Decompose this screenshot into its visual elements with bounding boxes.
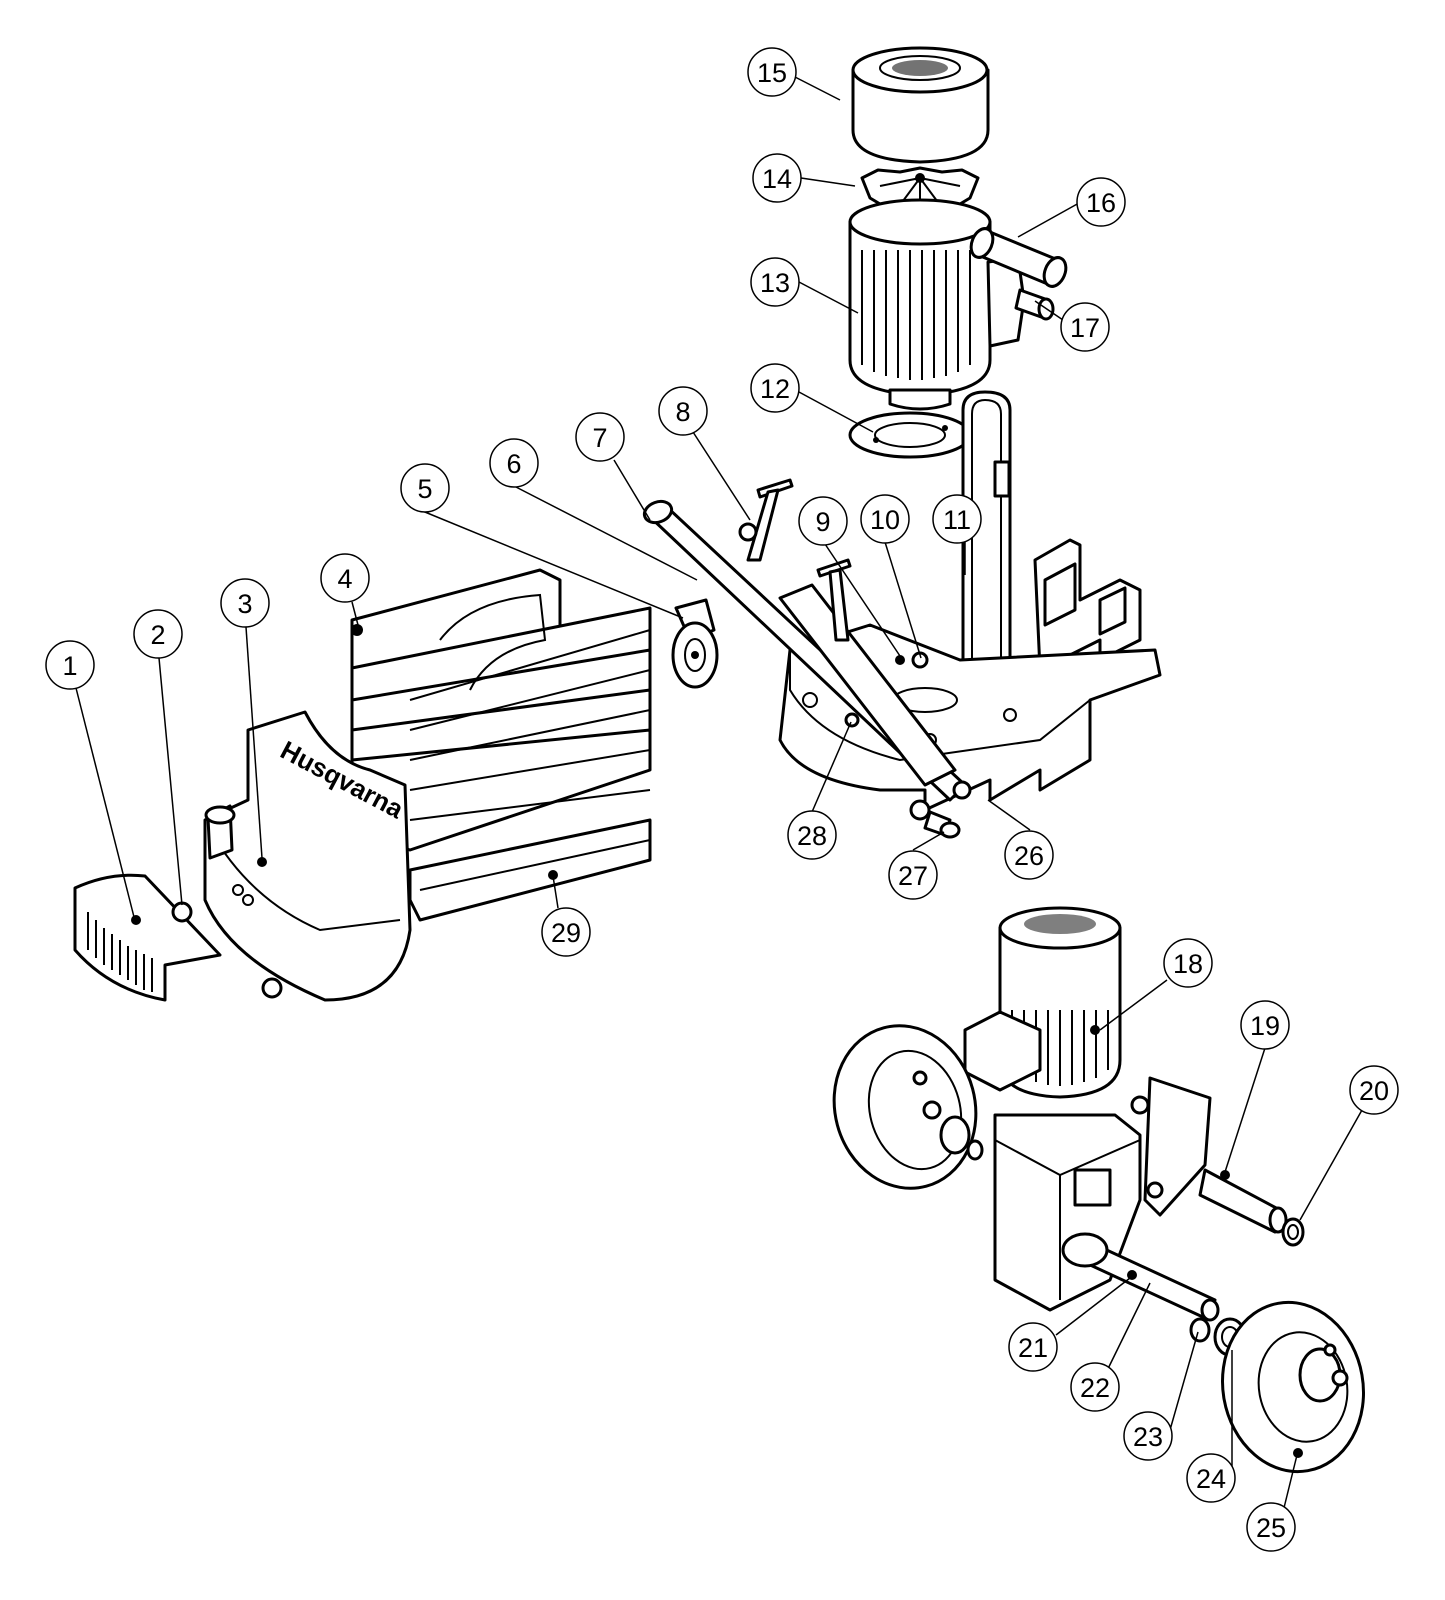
callout-3: 3 [220,578,270,628]
part-bolt-28 [844,712,860,728]
svg-text:26: 26 [1014,841,1044,871]
part-bolt-27 [923,810,961,839]
callout-7: 7 [575,412,625,462]
callout-6: 6 [489,438,539,488]
svg-text:13: 13 [760,268,790,298]
callout-19: 19 [1240,1000,1290,1050]
svg-text:2: 2 [150,620,165,650]
part-motor-cover [851,46,990,164]
callout-25: 25 [1246,1502,1296,1552]
callout-4: 4 [320,553,370,603]
callout-10: 10 [860,494,910,544]
callout-29: 29 [541,907,591,957]
callout-21: 21 [1008,1322,1058,1372]
svg-text:23: 23 [1133,1422,1163,1452]
callout-22: 22 [1070,1362,1120,1412]
svg-text:15: 15 [757,58,787,88]
callout-24: 24 [1186,1453,1236,1503]
svg-text:12: 12 [760,374,790,404]
callout-1: 1 [45,640,95,690]
svg-text:22: 22 [1080,1373,1110,1403]
callout-27: 27 [888,850,938,900]
svg-text:8: 8 [675,397,690,427]
part-t-handle [738,478,852,642]
svg-text:4: 4 [337,564,352,594]
callout-8: 8 [658,386,708,436]
svg-text:10: 10 [870,505,900,535]
callout-9: 9 [798,496,848,546]
svg-text:16: 16 [1086,188,1116,218]
svg-text:9: 9 [815,507,830,537]
svg-text:6: 6 [506,449,521,479]
svg-text:1: 1 [62,651,77,681]
svg-text:27: 27 [898,861,928,891]
svg-text:29: 29 [551,918,581,948]
part-gearbox [993,1113,1220,1322]
callout-26: 26 [1004,830,1054,880]
svg-text:11: 11 [943,505,971,535]
callout-16: 16 [1076,177,1126,227]
part-clip [171,901,193,923]
part-shaft-bracket [1130,1076,1288,1234]
callout-18: 18 [1163,938,1213,988]
part-flange-ring [848,411,972,459]
callout-2: 2 [133,609,183,659]
svg-text:5: 5 [417,474,432,504]
part-right-drive-wheel [1221,1300,1365,1474]
svg-text:28: 28 [797,821,827,851]
callout-20: 20 [1349,1065,1399,1115]
part-left-drive-wheel [832,1024,984,1190]
part-bushing-26 [909,799,931,821]
callout-15: 15 [747,47,797,97]
svg-text:17: 17 [1070,313,1100,343]
callout-14: 14 [752,153,802,203]
svg-text:19: 19 [1250,1011,1280,1041]
callout-12: 12 [750,363,800,413]
part-washer-23 [1189,1317,1211,1343]
part-bushing-20 [1281,1217,1305,1247]
svg-text:3: 3 [237,589,252,619]
part-motor [848,198,1026,411]
part-handle-frame [961,390,1142,690]
callout-13: 13 [750,257,800,307]
part-front-bumper [73,873,222,1002]
svg-text:14: 14 [762,164,792,194]
callout-23: 23 [1123,1411,1173,1461]
part-tube-arm [642,499,972,802]
svg-text:20: 20 [1359,1076,1389,1106]
part-castor-wheel [671,598,719,689]
callout-17: 17 [1060,302,1110,352]
svg-text:7: 7 [592,423,607,453]
part-capacitor [969,227,1068,288]
callout-11: 11 [932,494,982,544]
svg-text:18: 18 [1173,949,1203,979]
callout-28: 28 [787,810,837,860]
callout-5: 5 [400,463,450,513]
svg-text:24: 24 [1196,1464,1226,1494]
svg-text:25: 25 [1256,1513,1286,1543]
svg-text:21: 21 [1018,1333,1048,1363]
leader-lines [75,76,1363,1521]
part-drive-motor [963,906,1122,1099]
part-weight-stack [350,568,652,922]
